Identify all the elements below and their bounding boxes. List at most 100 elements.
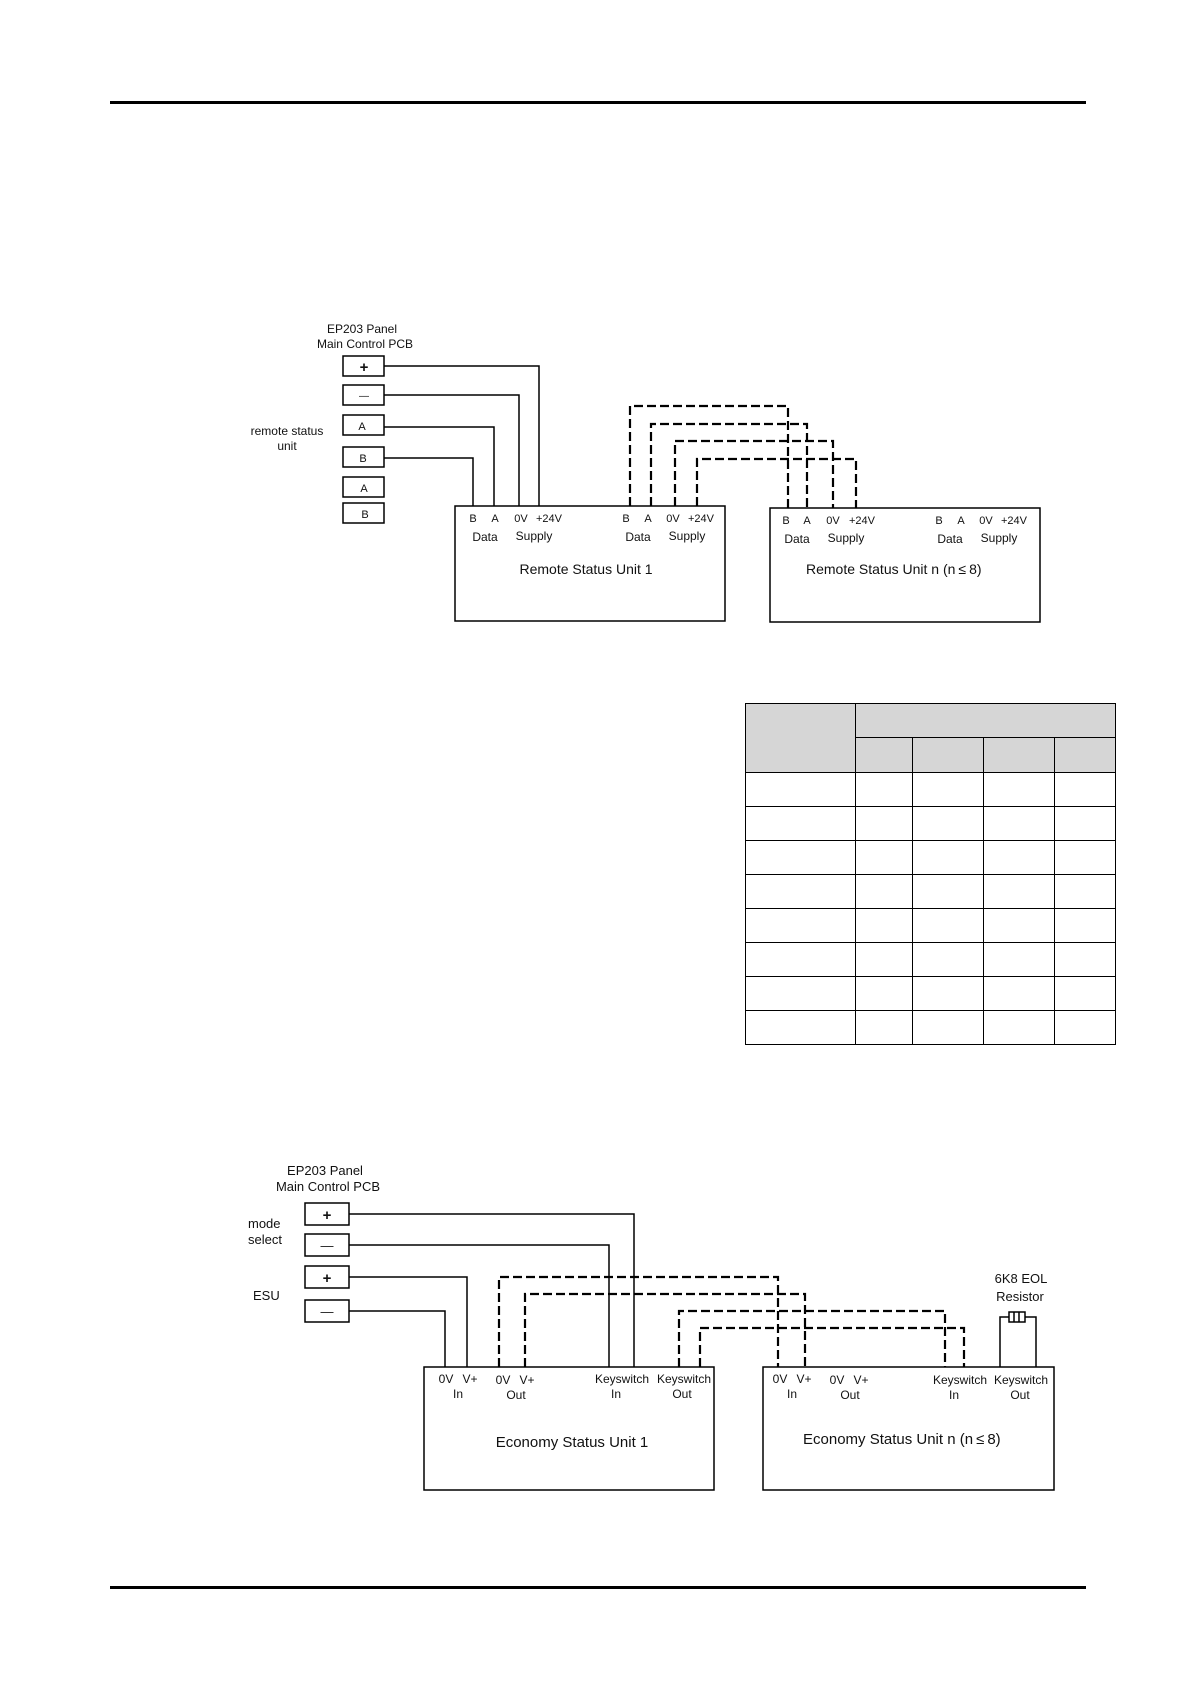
table-cell bbox=[745, 806, 856, 841]
sub-label: Out bbox=[506, 1388, 526, 1402]
table-cell bbox=[855, 976, 913, 1011]
terminal-a1 bbox=[342, 414, 385, 436]
economy-status-unit-1 bbox=[423, 1366, 715, 1491]
terminal-b2 bbox=[342, 502, 385, 524]
terminal-mode-plus bbox=[304, 1202, 350, 1226]
table-header-cell bbox=[1054, 737, 1116, 773]
table-cell bbox=[745, 942, 856, 977]
table-cell bbox=[983, 1010, 1055, 1045]
pin-label: 0V bbox=[979, 515, 993, 527]
table-header-cell bbox=[912, 737, 984, 773]
group-label: Data bbox=[784, 532, 810, 546]
pin-label: 0V bbox=[773, 1372, 788, 1386]
terminal-label: + bbox=[323, 1207, 332, 1224]
terminal-esu-plus bbox=[304, 1265, 350, 1289]
group-label: Data bbox=[625, 530, 651, 544]
table-cell bbox=[1054, 1010, 1116, 1045]
table-cell bbox=[983, 806, 1055, 841]
table-cell bbox=[983, 942, 1055, 977]
wire-b bbox=[384, 457, 474, 506]
terminal-a2 bbox=[342, 476, 385, 498]
pin-label: B bbox=[469, 513, 476, 525]
side-label-line1: remote status bbox=[251, 424, 324, 438]
table-cell bbox=[745, 772, 856, 807]
wire-a bbox=[384, 426, 495, 506]
table-cell bbox=[1054, 806, 1116, 841]
terminal-b1 bbox=[342, 446, 385, 468]
terminal-label: + bbox=[323, 1270, 332, 1287]
wire-esu-minus bbox=[349, 1310, 446, 1367]
table-row bbox=[745, 806, 1116, 841]
table-header-cell bbox=[745, 703, 856, 773]
less-equal-symbol: ≤ bbox=[958, 561, 966, 577]
wire-mode-minus bbox=[349, 1244, 610, 1367]
pin-label: B bbox=[622, 513, 629, 525]
pin-label: A bbox=[803, 515, 811, 527]
resistor-wire bbox=[999, 1316, 1037, 1367]
unit-n-name-suffix: 8) bbox=[987, 1431, 1000, 1448]
pin-label: A bbox=[491, 513, 499, 525]
pin-label: V+ bbox=[462, 1372, 477, 1386]
specification-table bbox=[745, 703, 1116, 1045]
group-label: Data bbox=[472, 530, 498, 544]
table-row bbox=[745, 772, 1116, 807]
pin-label: A bbox=[644, 513, 652, 525]
pin-label: V+ bbox=[796, 1372, 811, 1386]
terminal-label: B bbox=[359, 453, 366, 465]
unit-1-name: Remote Status Unit 1 bbox=[519, 561, 652, 577]
panel-title-line1: EP203 Panel bbox=[327, 322, 397, 336]
unit-n-name-text: Economy Status Unit n (n bbox=[803, 1431, 973, 1448]
eol-resistor-icon bbox=[1008, 1311, 1026, 1323]
pin-label: 0V bbox=[666, 513, 680, 525]
pin-label: V+ bbox=[519, 1373, 534, 1387]
table-row bbox=[745, 874, 1116, 909]
table-cell bbox=[983, 772, 1055, 807]
panel-title-line2: Main Control PCB bbox=[276, 1179, 380, 1194]
table-header-cell bbox=[855, 703, 1116, 738]
unit-n-name-text: Remote Status Unit n (n bbox=[806, 561, 955, 577]
pin-label: +24V bbox=[536, 513, 563, 525]
table-cell bbox=[855, 806, 913, 841]
table-cell bbox=[912, 874, 984, 909]
table-cell bbox=[912, 772, 984, 807]
side-label-mode-line1: mode bbox=[248, 1216, 281, 1231]
economy-status-unit-n bbox=[762, 1366, 1055, 1491]
table-cell bbox=[745, 1010, 856, 1045]
terminal-label: — bbox=[321, 1238, 334, 1253]
sub-label: In bbox=[949, 1388, 959, 1402]
unit-1-name: Economy Status Unit 1 bbox=[496, 1434, 649, 1451]
pin-label: 0V bbox=[830, 1373, 845, 1387]
group-label: Supply bbox=[981, 531, 1018, 545]
terminal-label: — bbox=[359, 391, 369, 402]
terminal-label: A bbox=[358, 421, 366, 433]
pin-label: 0V bbox=[826, 515, 840, 527]
unit-n-name-suffix: 8) bbox=[969, 561, 981, 577]
table-row bbox=[745, 840, 1116, 875]
table-cell bbox=[1054, 772, 1116, 807]
wire-plus bbox=[384, 365, 540, 506]
table-cell bbox=[912, 1010, 984, 1045]
side-label-esu: ESU bbox=[253, 1288, 280, 1303]
sub-label: In bbox=[611, 1387, 621, 1401]
table-cell bbox=[1054, 976, 1116, 1011]
table-cell bbox=[855, 908, 913, 943]
table-cell bbox=[1054, 874, 1116, 909]
sub-label: Out bbox=[840, 1388, 860, 1402]
table-row bbox=[745, 1010, 1116, 1045]
pin-label: +24V bbox=[1001, 515, 1028, 527]
group-label: Data bbox=[937, 532, 963, 546]
panel-title-line1: EP203 Panel bbox=[287, 1163, 363, 1178]
table-cell bbox=[983, 840, 1055, 875]
table-cell bbox=[855, 1010, 913, 1045]
table-cell bbox=[912, 806, 984, 841]
sub-label: In bbox=[453, 1387, 463, 1401]
table-cell bbox=[912, 908, 984, 943]
table-cell bbox=[983, 908, 1055, 943]
unit-n-name: Economy Status Unit n (n≤8) bbox=[803, 1431, 1001, 1448]
side-label-line2: unit bbox=[277, 439, 297, 453]
table-cell bbox=[855, 772, 913, 807]
side-label-mode-line2: select bbox=[248, 1232, 282, 1247]
less-equal-symbol: ≤ bbox=[976, 1431, 984, 1448]
group-label: Supply bbox=[828, 531, 865, 545]
dashed-wire bbox=[497, 1275, 780, 1367]
